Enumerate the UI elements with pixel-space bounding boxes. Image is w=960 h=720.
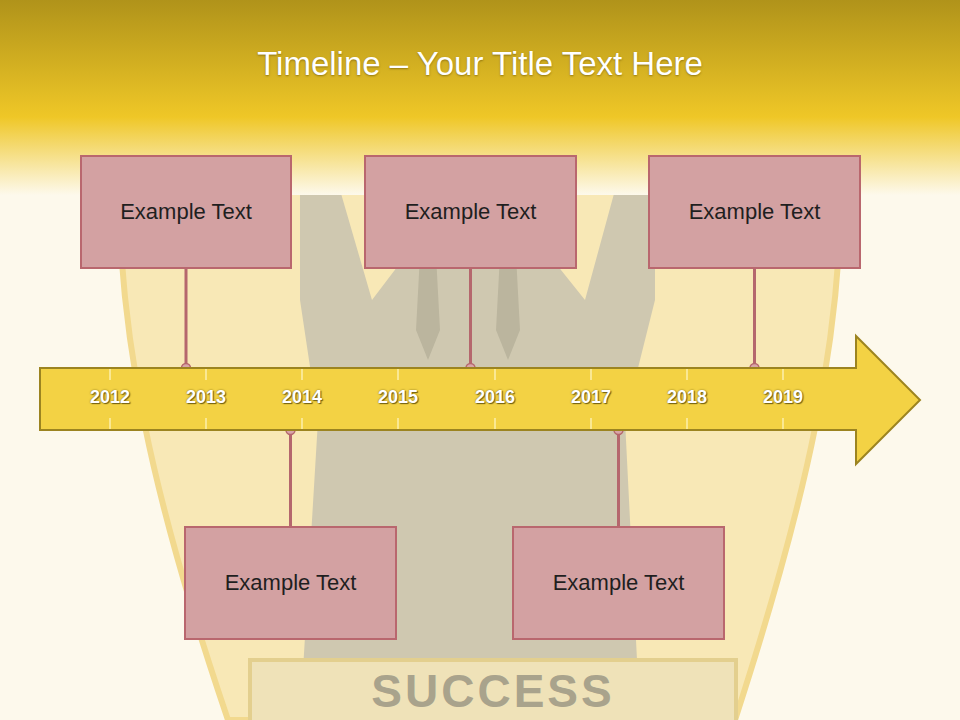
leader-line	[289, 430, 292, 526]
year-label: 2012	[90, 387, 130, 408]
arrow-shape	[40, 336, 920, 464]
event-box: Example Text	[648, 155, 861, 269]
year-label: 2014	[282, 387, 322, 408]
leader-connector	[614, 426, 623, 527]
banner-panel	[250, 660, 736, 720]
leader-line	[617, 430, 620, 526]
year-label: 2016	[475, 387, 515, 408]
tie-illustration	[416, 255, 520, 360]
leader-line	[469, 269, 472, 368]
event-box: Example Text	[512, 526, 725, 640]
year-label: 2019	[763, 387, 803, 408]
box-text: Example Text	[120, 199, 252, 225]
event-box: Example Text	[364, 155, 577, 269]
year-label: 2013	[186, 387, 226, 408]
timeline-arrow: 2012 2013 2014 2015 2016 2017 2018 2019	[40, 336, 920, 464]
box-text: Example Text	[689, 199, 821, 225]
box-text: Example Text	[553, 570, 685, 596]
leader-connector	[286, 426, 295, 527]
watermark-text: SUCCESS	[250, 668, 736, 714]
year-label: 2017	[571, 387, 611, 408]
box-text: Example Text	[225, 570, 357, 596]
leader-connector	[750, 269, 759, 373]
event-box: Example Text	[184, 526, 397, 640]
box-text: Example Text	[405, 199, 537, 225]
leader-connector	[466, 269, 475, 373]
leader-line	[185, 269, 188, 368]
leader-connector	[182, 269, 191, 373]
leader-line	[753, 269, 756, 368]
year-label: 2018	[667, 387, 707, 408]
slide-title: Timeline – Your Title Text Here	[0, 44, 960, 84]
event-box: Example Text	[80, 155, 292, 269]
year-label: 2015	[378, 387, 418, 408]
